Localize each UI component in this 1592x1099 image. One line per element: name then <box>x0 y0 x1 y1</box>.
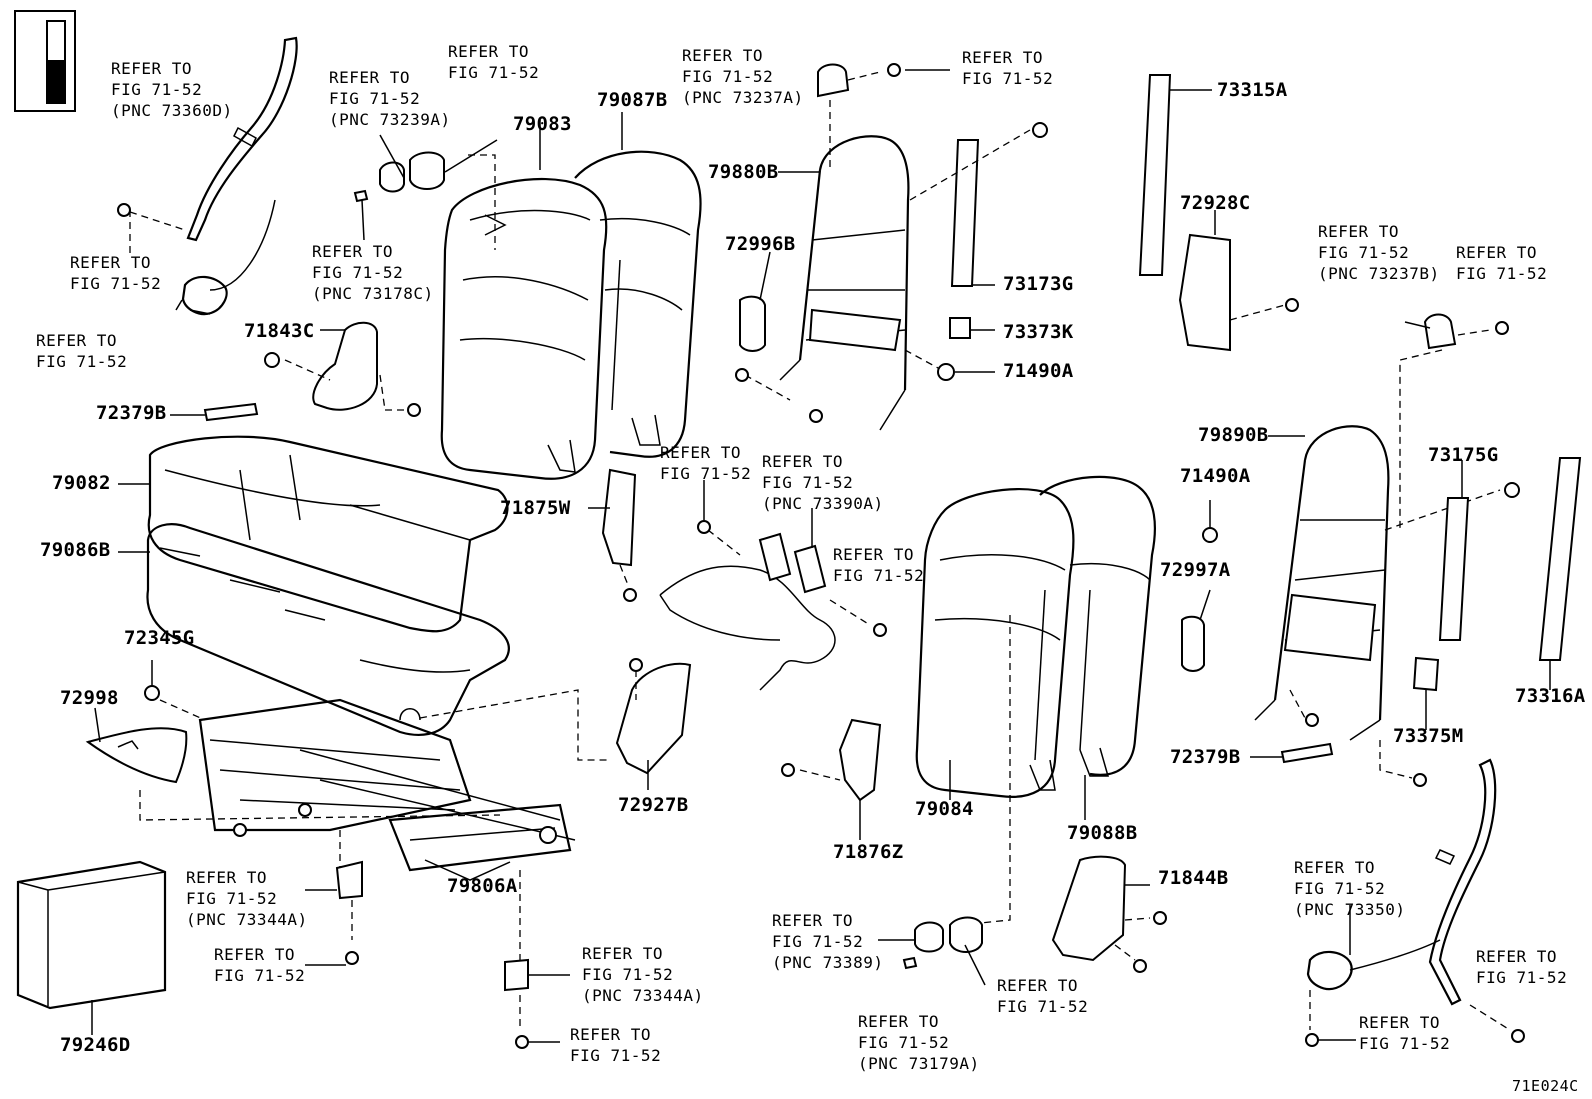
part-number-72927b: 72927B <box>618 794 689 816</box>
position-legend-icon <box>14 10 76 112</box>
ref-label-bolt-belt-lower: REFER TO FIG 71-52 <box>1359 1013 1451 1053</box>
ref-label-pnc-73178c: REFER TO FIG 71-52 (PNC 73178C) <box>312 242 434 303</box>
ref-label-pnc-73344a-right: REFER TO FIG 71-52 (PNC 73344A) <box>582 944 704 1005</box>
part-number-72379b-right: 72379B <box>1170 746 1241 768</box>
ref-label-pnc-73239a: REFER TO FIG 71-52 (PNC 73239A) <box>329 68 451 129</box>
part-number-79806a: 79806A <box>447 875 518 897</box>
ref-label-pnc-73237a: REFER TO FIG 71-52 (PNC 73237A) <box>682 46 804 107</box>
part-number-72996b: 72996B <box>725 233 796 255</box>
ref-label-pnc-73390a: REFER TO FIG 71-52 (PNC 73390A) <box>762 452 884 513</box>
part-number-73316a: 73316A <box>1515 685 1586 707</box>
part-number-72379b-left: 72379B <box>96 402 167 424</box>
seat-cushion-pad-79086B-drawing <box>146 523 510 736</box>
seatback-frame-79880B-drawing <box>779 135 910 431</box>
diagram-code: 71E024C <box>1512 1077 1579 1095</box>
ref-label-bolt-top-right: REFER TO FIG 71-52 <box>962 48 1054 88</box>
ref-label-screw-left: REFER TO FIG 71-52 <box>214 945 306 985</box>
part-number-79087b: 79087B <box>597 89 668 111</box>
part-number-71490a-lower: 71490A <box>1180 465 1251 487</box>
part-number-72928c: 72928C <box>1180 192 1251 214</box>
ref-label-bolt-belt-right: REFER TO FIG 71-52 <box>1476 947 1568 987</box>
seatback-cover-79083-drawing <box>440 177 608 480</box>
seatback-pad-79087B-drawing <box>574 150 702 458</box>
part-number-73373k: 73373K <box>1003 321 1074 343</box>
part-number-79086b: 79086B <box>40 539 111 561</box>
part-number-71876z: 71876Z <box>833 841 904 863</box>
ref-label-bolt-left: REFER TO FIG 71-52 <box>70 253 162 293</box>
part-number-73315a: 73315A <box>1217 79 1288 101</box>
ref-label-pnc-73350: REFER TO FIG 71-52 (PNC 73350) <box>1294 858 1406 919</box>
seat-cushion-79082-drawing <box>147 435 509 633</box>
seatback-pad-79088B-drawing <box>1039 475 1156 777</box>
ref-label-pnc-73389: REFER TO FIG 71-52 (PNC 73389) <box>772 911 884 972</box>
ref-label-screw-center: REFER TO FIG 71-52 <box>570 1025 662 1065</box>
ref-label-pnc-73237b: REFER TO FIG 71-52 (PNC 73237B) <box>1318 222 1440 283</box>
ref-label-bolt-left-lower: REFER TO FIG 71-52 <box>36 331 128 371</box>
part-number-72345g: 72345G <box>124 627 195 649</box>
seat-belt-left-drawing <box>175 36 298 316</box>
part-number-72997a: 72997A <box>1160 559 1231 581</box>
seat-frame-79806A-drawing <box>198 698 576 881</box>
part-number-73375m: 73375M <box>1393 725 1464 747</box>
ref-label-harness-bolt: REFER TO FIG 71-52 <box>660 443 752 483</box>
ref-label-pnc-73179a: REFER TO FIG 71-52 (PNC 73179A) <box>858 1012 980 1073</box>
ref-label-pnc-73360d: REFER TO FIG 71-52 (PNC 73360D) <box>111 59 233 120</box>
part-number-73175g: 73175G <box>1428 444 1499 466</box>
part-number-79246d: 79246D <box>60 1034 131 1056</box>
part-number-73173g: 73173G <box>1003 273 1074 295</box>
ref-label-pnc-73344a-left: REFER TO FIG 71-52 (PNC 73344A) <box>186 868 308 929</box>
part-number-79082: 79082 <box>52 472 111 494</box>
part-number-79083: 79083 <box>513 113 572 135</box>
part-number-79880b: 79880B <box>708 161 779 183</box>
seat-belt-right-drawing <box>1306 758 1497 1006</box>
ref-label-buckle-bolt: REFER TO FIG 71-52 <box>833 545 925 585</box>
part-number-71844b: 71844B <box>1158 867 1229 889</box>
part-number-71843c: 71843C <box>244 320 315 342</box>
part-number-71490a-upper: 71490A <box>1003 360 1074 382</box>
seatback-cover-79084-drawing <box>915 488 1075 798</box>
ref-label-bolt-right: REFER TO FIG 71-52 <box>1456 243 1548 283</box>
part-number-72998: 72998 <box>60 687 119 709</box>
part-number-79084: 79084 <box>915 798 974 820</box>
ref-label-clip-top: REFER TO FIG 71-52 <box>448 42 540 82</box>
seatback-frame-79890B-drawing <box>1254 425 1390 741</box>
part-number-79088b: 79088B <box>1067 822 1138 844</box>
part-number-71875w: 71875W <box>500 497 571 519</box>
ref-label-clip-lower: REFER TO FIG 71-52 <box>997 976 1089 1016</box>
part-number-79890b: 79890B <box>1198 424 1269 446</box>
